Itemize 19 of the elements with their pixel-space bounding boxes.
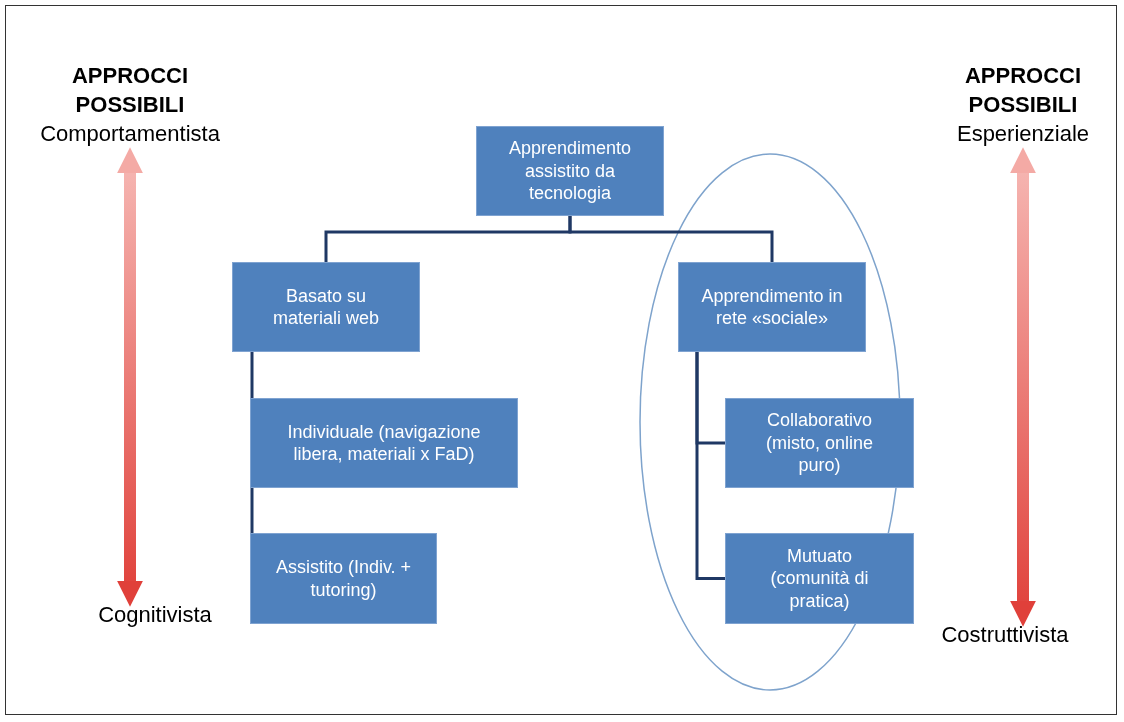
process-box: Apprendimento assistito da tecnologia (476, 126, 664, 216)
approach-label: Comportamentista (40, 120, 220, 149)
double-arrow (117, 147, 143, 607)
approach-label: Cognitivista (98, 601, 212, 629)
connector-line (250, 488, 254, 533)
process-box: Collaborativo (misto, online puro) (725, 398, 914, 488)
approach-label: Costruttivista (941, 621, 1069, 649)
connector-line (250, 352, 254, 398)
process-box: Basato su materiali web (232, 262, 420, 352)
connector-line (568, 216, 774, 262)
connector-line (695, 352, 725, 580)
process-box: Apprendimento in rete «sociale» (678, 262, 866, 352)
process-box: Mutuato (comunità di pratica) (725, 533, 914, 624)
approach-label: Esperienziale (956, 120, 1090, 149)
process-box: Individuale (navigazione libera, materiali x FaD) (250, 398, 518, 488)
process-box: Assistito (Indiv. + tutoring) (250, 533, 437, 624)
double-arrow (1010, 147, 1036, 627)
heading: APPROCCI POSSIBILI (963, 62, 1083, 119)
heading: APPROCCI POSSIBILI (70, 62, 190, 119)
